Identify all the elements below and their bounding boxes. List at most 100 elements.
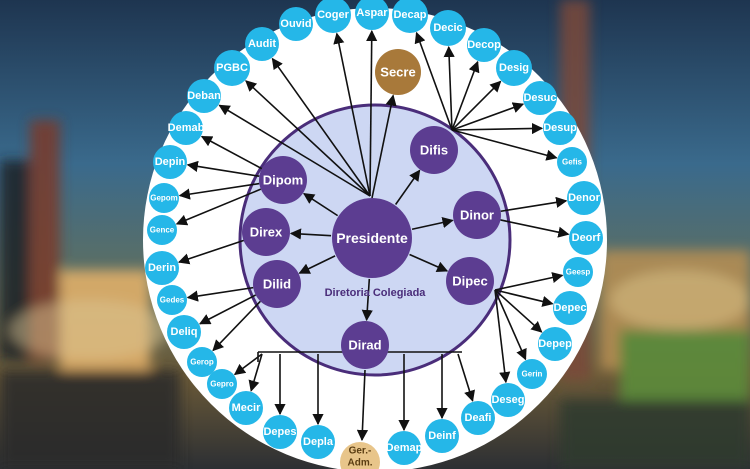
dept-node-aspar[interactable]: Aspar <box>355 0 389 30</box>
director-label: Dirad <box>348 338 381 353</box>
dept-label: Depin <box>155 156 186 168</box>
dept-label: Geesp <box>566 268 591 277</box>
dept-node-gepro[interactable]: Gepro <box>207 369 237 399</box>
secretary-circle <box>375 49 421 95</box>
director-node-direx[interactable]: Direx <box>242 208 290 256</box>
director-node-dipec[interactable]: Dipec <box>446 257 494 305</box>
connector-line <box>200 135 263 170</box>
connector-line <box>298 255 336 274</box>
dept-circle <box>279 7 313 41</box>
dept-label: Decap <box>393 9 426 21</box>
dept-node-depec[interactable]: Depec <box>553 291 587 325</box>
dept-circle <box>315 0 351 33</box>
dept-node-depes[interactable]: Depes <box>263 415 297 449</box>
connector-line <box>245 80 371 197</box>
director-node-dinor[interactable]: Dinor <box>453 191 501 239</box>
dept-node-gefis[interactable]: Gefis <box>557 147 587 177</box>
dept-circle <box>543 111 577 145</box>
connector-line <box>451 60 480 131</box>
director-label: Difis <box>420 143 448 158</box>
dept-node-deliq[interactable]: Deliq <box>167 315 201 349</box>
dept-node-gence[interactable]: Gence <box>147 215 177 245</box>
director-circle <box>446 257 494 305</box>
admin-node[interactable]: Ger.- Adm. <box>340 442 380 469</box>
connector-line <box>177 239 246 265</box>
dept-circle <box>355 0 389 30</box>
admin-label-line1: Ger.- <box>349 446 372 457</box>
director-label: Dipec <box>452 274 487 289</box>
dept-label: Derin <box>148 262 176 274</box>
dept-label: Depec <box>553 302 586 314</box>
dept-node-depin[interactable]: Depin <box>153 145 187 179</box>
dept-node-desuc[interactable]: Desuc <box>523 81 557 115</box>
director-node-difis[interactable]: Difis <box>410 126 458 174</box>
dept-node-deorf[interactable]: Deorf <box>569 221 603 255</box>
dept-circle <box>461 401 495 435</box>
dept-node-derin[interactable]: Derin <box>145 251 179 285</box>
admin-circle <box>340 442 380 469</box>
dept-node-audit[interactable]: Audit <box>245 27 279 61</box>
dept-label: Gepro <box>210 380 234 389</box>
dept-circle <box>569 221 603 255</box>
dept-label: Deban <box>187 90 221 102</box>
dept-circle <box>387 431 421 465</box>
dept-node-deafi[interactable]: Deafi <box>461 401 495 435</box>
dept-node-depla[interactable]: Depla <box>301 425 335 459</box>
dept-node-desig[interactable]: Desig <box>496 50 532 86</box>
dept-label: Gedes <box>160 296 185 305</box>
dept-node-decap[interactable]: Decap <box>392 0 428 33</box>
dept-node-pgbc[interactable]: PGBC <box>214 50 250 86</box>
president-label: Presidente <box>336 230 408 246</box>
connector-line <box>414 31 453 131</box>
dept-label: Decic <box>433 22 462 34</box>
dept-node-desup[interactable]: Desup <box>543 111 577 145</box>
dept-node-ouvid[interactable]: Ouvid <box>279 7 313 41</box>
connector-line <box>356 369 369 442</box>
dept-circle <box>187 79 221 113</box>
dept-node-decop[interactable]: Decop <box>467 28 501 62</box>
dept-node-deseg[interactable]: Deseg <box>491 383 525 417</box>
dept-node-gerin[interactable]: Gerin <box>517 359 547 389</box>
dept-node-gerop[interactable]: Gerop <box>187 347 217 377</box>
dept-circle <box>245 27 279 61</box>
dept-node-coger[interactable]: Coger <box>315 0 351 33</box>
dept-circle <box>229 391 263 425</box>
dept-node-gedes[interactable]: Gedes <box>157 285 187 315</box>
connector-line <box>500 196 568 213</box>
connector-line <box>451 122 544 135</box>
connector-line <box>409 253 449 273</box>
director-node-dirad[interactable]: Dirad <box>341 321 389 369</box>
director-node-dilid[interactable]: Dilid <box>253 260 301 308</box>
dept-label: Audit <box>248 38 276 50</box>
connector-line <box>361 278 373 322</box>
dept-node-deinf[interactable]: Deinf <box>425 419 459 453</box>
director-node-dipom[interactable]: Dipom <box>259 156 307 204</box>
dept-circle <box>496 50 532 86</box>
dept-node-denor[interactable]: Denor <box>567 181 601 215</box>
secretary-node[interactable]: Secre <box>375 49 421 95</box>
dept-node-demab[interactable]: Demab <box>168 111 205 145</box>
connector-line <box>500 219 570 238</box>
dept-node-gepom[interactable]: Gepom <box>149 183 179 213</box>
dept-node-deban[interactable]: Deban <box>187 79 221 113</box>
dept-circle <box>517 359 547 389</box>
dept-circle <box>392 0 428 33</box>
dept-node-geesp[interactable]: Geesp <box>563 257 593 287</box>
director-circle <box>341 321 389 369</box>
president-circle <box>332 198 412 278</box>
dept-node-decic[interactable]: Decic <box>430 10 466 46</box>
dept-circle <box>263 415 297 449</box>
director-circle <box>259 156 307 204</box>
president-node[interactable]: Presidente <box>332 198 412 278</box>
director-label: Direx <box>250 225 283 240</box>
dept-node-demap[interactable]: Demap <box>386 431 423 465</box>
dept-node-mecir[interactable]: Mecir <box>229 391 263 425</box>
connector-line <box>212 300 261 352</box>
dept-label: Gefis <box>562 158 583 167</box>
dept-label: Deinf <box>428 430 456 442</box>
connector-line <box>411 217 454 231</box>
dept-circle <box>491 383 525 417</box>
dept-node-depep[interactable]: Depep <box>538 327 572 361</box>
